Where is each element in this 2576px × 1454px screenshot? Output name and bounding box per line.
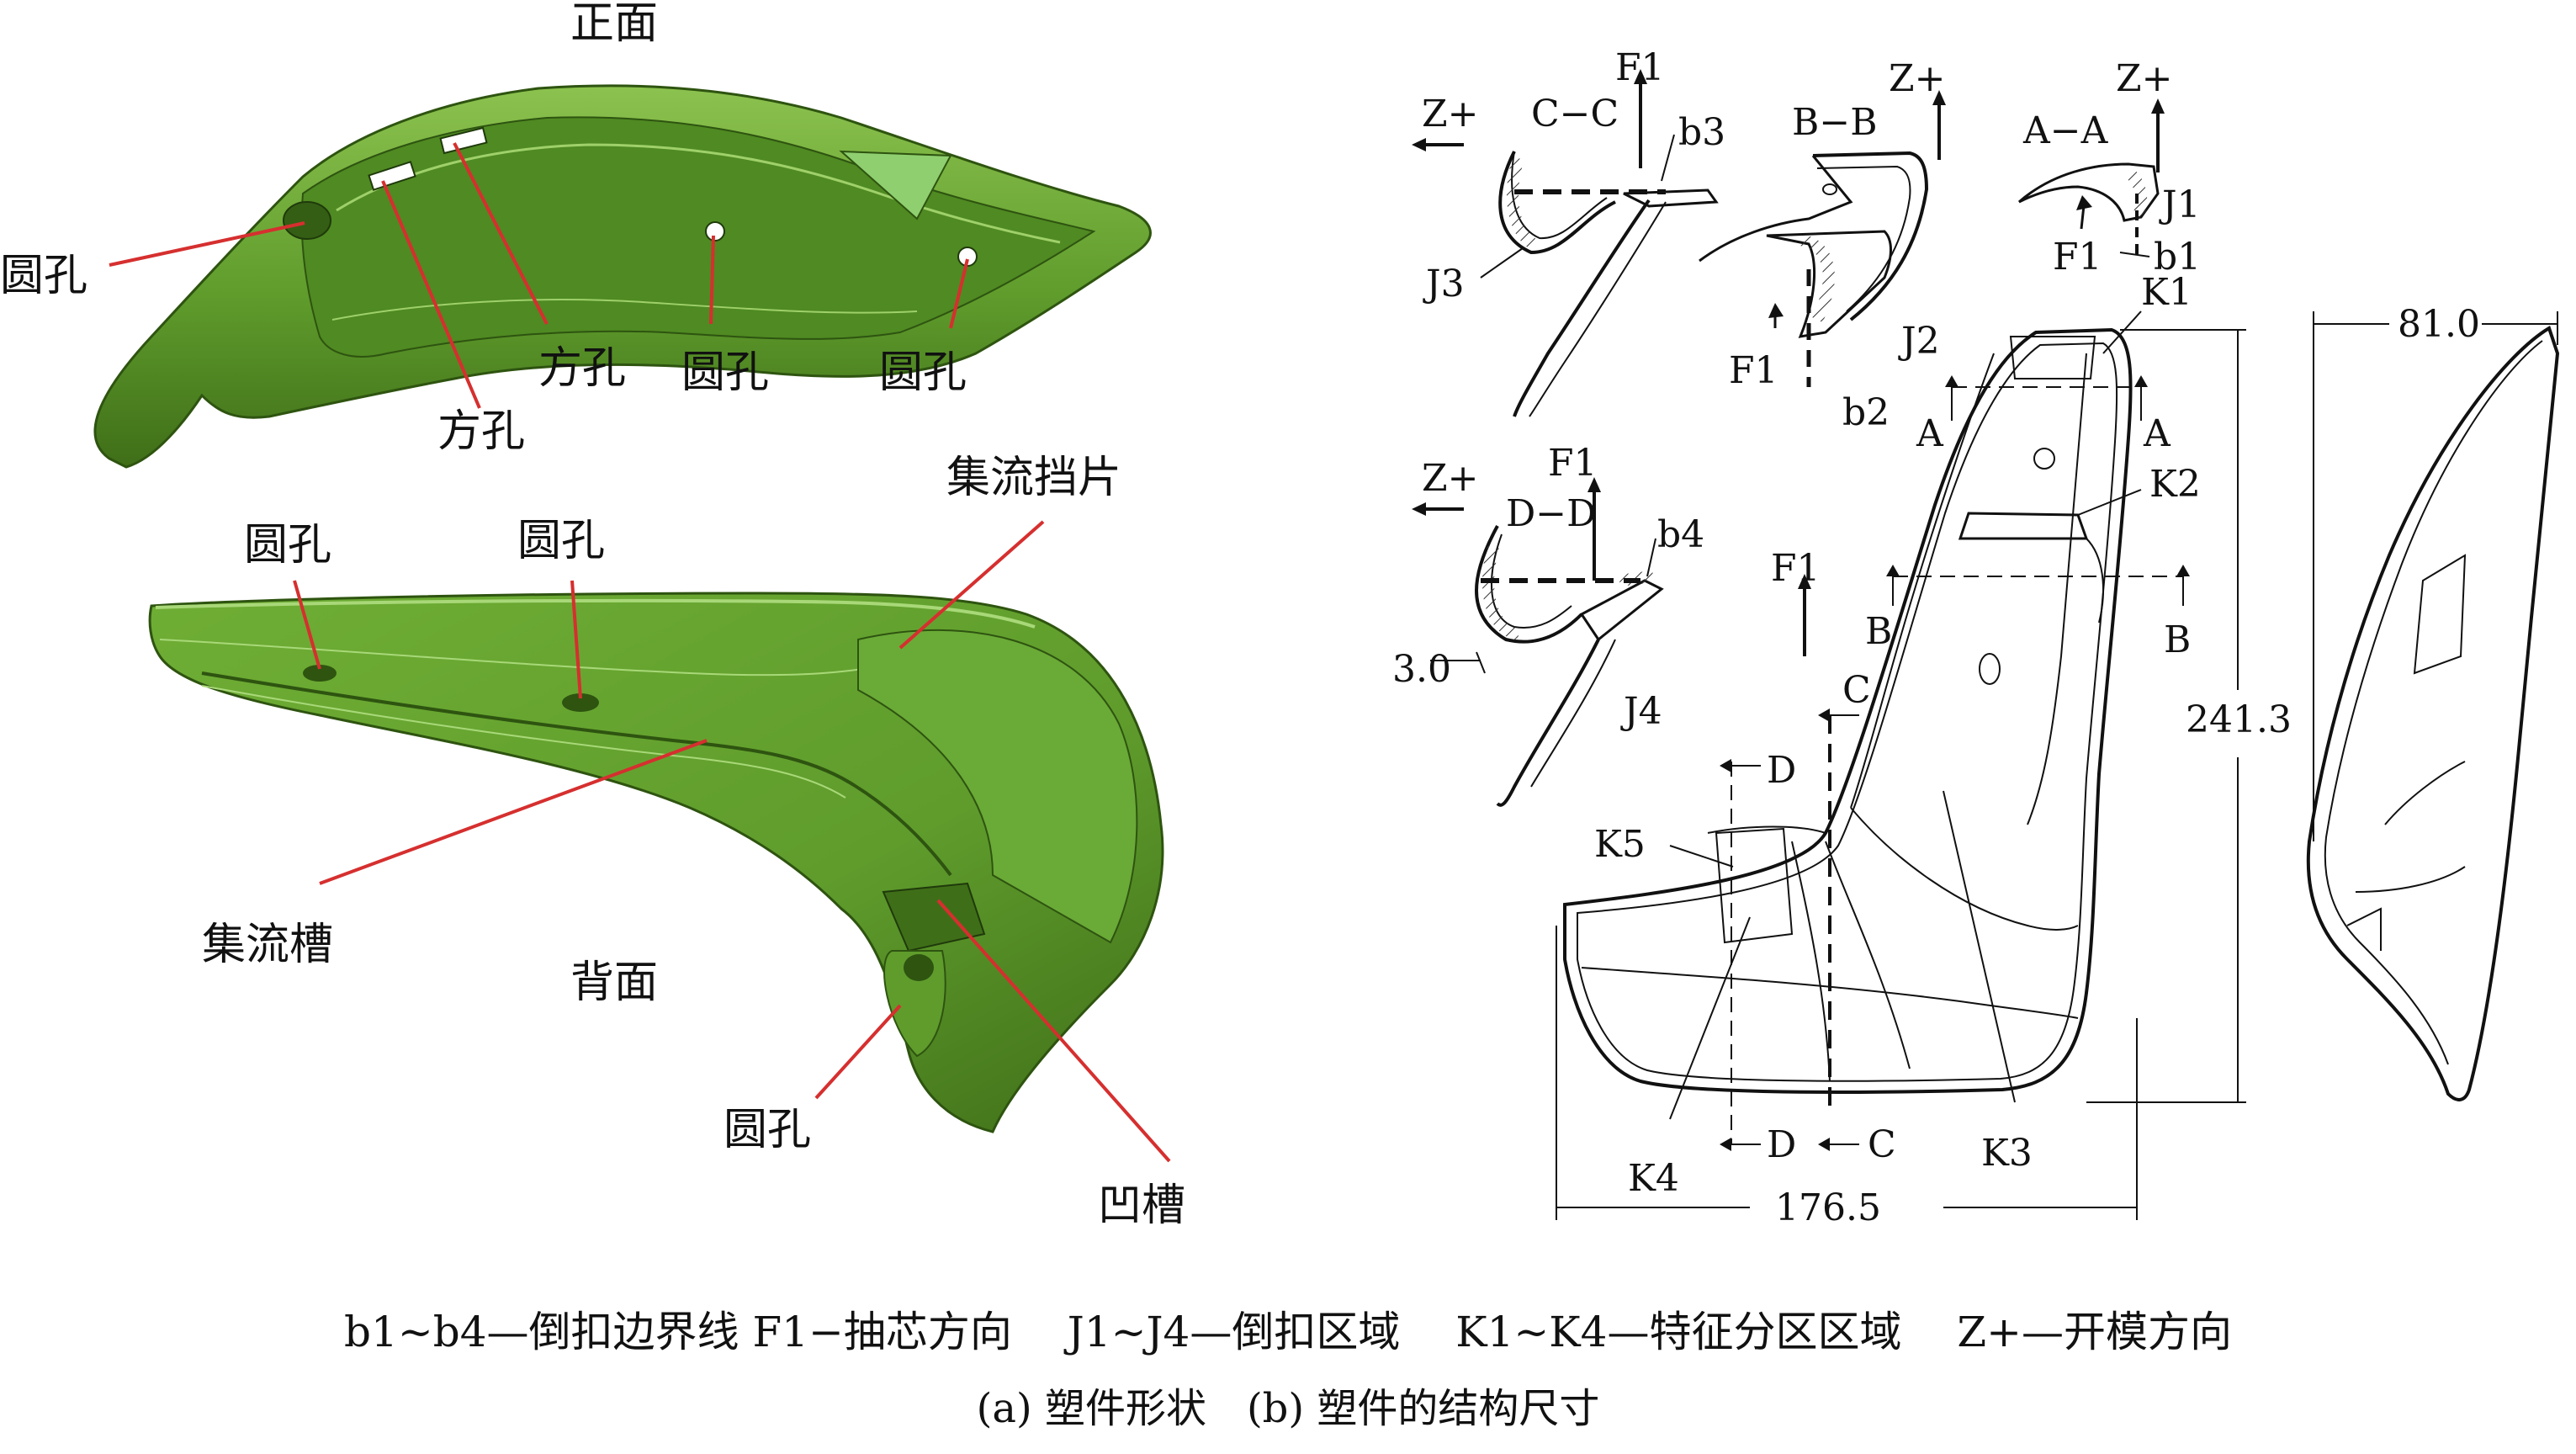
main-outline bbox=[1556, 310, 2246, 1220]
back-label-baffle: 集流挡片 bbox=[946, 453, 1121, 503]
back-label-groove: 凹槽 bbox=[1098, 1181, 1185, 1231]
aa-title: A−A bbox=[2022, 109, 2109, 152]
main-c-top: C bbox=[1842, 669, 1871, 712]
front-label-round-hole-right: 圆孔 bbox=[879, 348, 967, 398]
bb-j: J2 bbox=[1898, 320, 1940, 363]
front-label-round-hole-mid: 圆孔 bbox=[681, 348, 769, 398]
sub-caption: (a) 塑件形状 (b) 塑件的结构尺寸 bbox=[977, 1385, 1600, 1432]
back-leaders bbox=[293, 520, 1171, 1163]
cc-j: J3 bbox=[1423, 263, 1465, 305]
front-title: 正面 bbox=[570, 0, 658, 49]
main-c-bottom: C bbox=[1868, 1123, 1896, 1166]
cc-title: C−C bbox=[1531, 93, 1619, 135]
section-dd bbox=[1412, 477, 1664, 807]
main-b-right: B bbox=[2164, 618, 2191, 661]
back-label-channel: 集流槽 bbox=[202, 920, 333, 970]
cc-b: b3 bbox=[1678, 111, 1725, 154]
main-k2: K2 bbox=[2149, 463, 2201, 506]
back-title: 背面 bbox=[570, 958, 658, 1008]
section-cc bbox=[1412, 69, 1719, 417]
bb-f: F1 bbox=[1729, 349, 1778, 392]
back-label-round-hole-b: 圆孔 bbox=[517, 516, 605, 566]
main-a-left: A bbox=[1916, 412, 1944, 455]
legend-caption: b1~b4—倒扣边界线 F1−抽芯方向 J1~J4—倒扣区域 K1~K4—特征分… bbox=[344, 1308, 2232, 1356]
back-label-round-hole-a: 圆孔 bbox=[244, 520, 331, 570]
aa-z: Z+ bbox=[2116, 57, 2172, 100]
section-aa bbox=[2018, 98, 2165, 261]
main-f1: F1 bbox=[1771, 547, 1821, 590]
dd-thickness: 3.0 bbox=[1392, 648, 1451, 691]
main-b-left: B bbox=[1865, 610, 1892, 653]
main-a-right: A bbox=[2143, 412, 2171, 455]
dd-b: b4 bbox=[1657, 513, 1704, 556]
aa-f: F1 bbox=[2053, 236, 2102, 279]
bb-title: B−B bbox=[1792, 101, 1878, 144]
main-k3: K3 bbox=[1981, 1132, 2033, 1175]
section-bb bbox=[1699, 90, 1946, 387]
back-label-round-hole-c: 圆孔 bbox=[724, 1105, 811, 1155]
bb-z: Z+ bbox=[1889, 57, 1945, 100]
main-k1: K1 bbox=[2141, 271, 2192, 314]
main-width: 176.5 bbox=[1775, 1186, 1881, 1229]
aa-b: b1 bbox=[2154, 236, 2201, 279]
side-outline bbox=[2306, 311, 2560, 1101]
cc-z: Z+ bbox=[1422, 93, 1478, 135]
main-k5: K5 bbox=[1594, 823, 1646, 866]
front-label-square-hole-b: 方孔 bbox=[538, 343, 626, 394]
bb-b: b2 bbox=[1842, 391, 1890, 434]
front-label-square-hole-a: 方孔 bbox=[437, 406, 525, 457]
dd-f: F1 bbox=[1548, 442, 1598, 485]
main-k4: K4 bbox=[1628, 1157, 1679, 1200]
front-label-round-hole-left: 圆孔 bbox=[0, 251, 87, 301]
main-d-top: D bbox=[1767, 749, 1796, 792]
front-leaders bbox=[109, 142, 969, 409]
side-depth: 81.0 bbox=[2398, 303, 2480, 346]
dd-z: Z+ bbox=[1422, 457, 1478, 500]
main-height: 241.3 bbox=[2186, 698, 2292, 741]
main-d-bottom: D bbox=[1767, 1123, 1796, 1166]
aa-j: J1 bbox=[2159, 183, 2201, 226]
cc-f: F1 bbox=[1615, 46, 1665, 89]
dd-title: D−D bbox=[1506, 492, 1596, 535]
front-view-part bbox=[93, 84, 1152, 469]
back-view-part bbox=[148, 592, 1164, 1133]
dd-j: J4 bbox=[1620, 690, 1662, 733]
